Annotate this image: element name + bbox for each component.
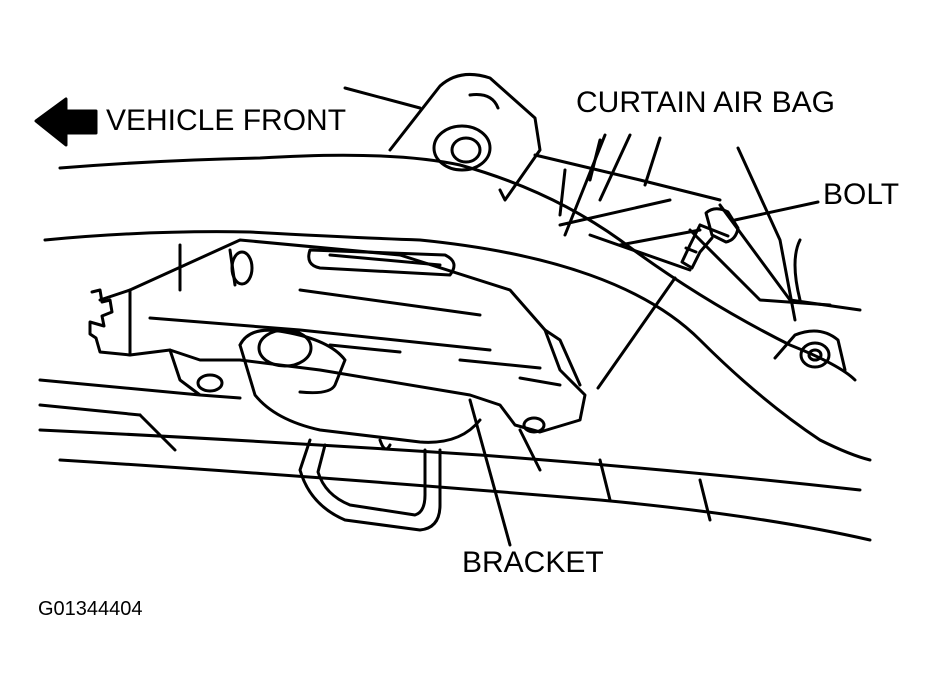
curtain-air-bag [43, 153, 872, 462]
bolt-label: BOLT [823, 178, 900, 211]
bolt-icon [680, 207, 740, 270]
body-panel-lines [533, 136, 862, 322]
vehicle-front-arrow-icon [34, 97, 98, 147]
figure-id-label: G01344404 [38, 598, 143, 620]
bracket [88, 238, 587, 434]
curtain-air-bag-label: CURTAIN AIR BAG [576, 86, 835, 119]
bracket-label: BRACKET [462, 546, 604, 579]
grab-handle [238, 328, 482, 532]
roof-mount-tab [343, 72, 542, 202]
lower-trim-rail [38, 378, 872, 542]
vehicle-front-label: VEHICLE FRONT [106, 104, 347, 137]
leader-lines [468, 133, 820, 547]
rear-mount-ear [773, 329, 847, 372]
